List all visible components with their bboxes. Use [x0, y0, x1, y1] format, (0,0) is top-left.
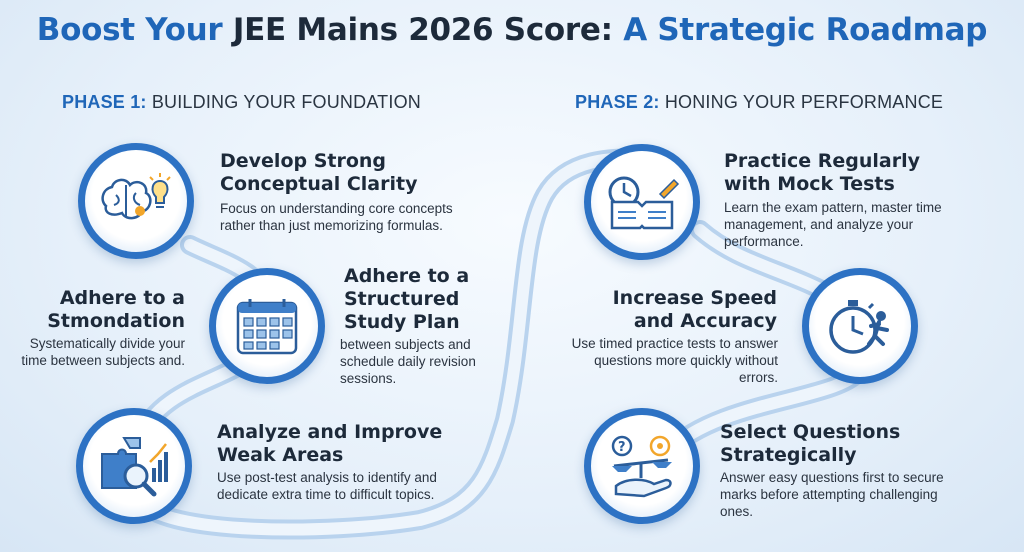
title-part2: JEE Mains 2026 Score: [232, 12, 624, 48]
phase-2-number: PHASE 2: [575, 92, 660, 112]
title-part1: Boost Your [36, 12, 233, 48]
phase-1-header: PHASE 1: BUILDING YOUR FOUNDATION [62, 92, 421, 113]
step-5-description: Learn the exam pattern, master time mana… [724, 200, 942, 249]
step-6-description: Use timed practice tests to answer quest… [571, 336, 778, 385]
step-7-heading: Select Questions Strategically [720, 421, 901, 466]
phase-2-label: HONING YOUR PERFORMANCE [659, 92, 944, 112]
title-part3: A Strategic Roadmap [623, 12, 988, 48]
phase-1-label: BUILDING YOUR FOUNDATION [146, 92, 421, 112]
step-3-heading: Adhere to a Stmondation [47, 287, 185, 332]
phase-1-number: PHASE 1: [62, 92, 147, 112]
hand-balance-questions-icon: ? [584, 408, 700, 524]
stopwatch-runner-icon [802, 268, 918, 384]
step-1-heading: Develop Strong Conceptual Clarity [220, 150, 418, 195]
step-2-heading: Adhere to a Structured Study Plan [344, 265, 470, 333]
step-6-heading: Increase Speed and Accuracy [612, 287, 777, 332]
step-7-description: Answer easy questions first to secure ma… [720, 470, 944, 519]
step-2-description: between subjects and schedule daily revi… [340, 337, 476, 386]
step-3-description: Systematically divide your time between … [21, 336, 185, 368]
page-title: Boost Your JEE Mains 2026 Score: A Strat… [0, 12, 1024, 48]
clock-book-icon [584, 144, 700, 260]
brain-lightbulb-icon [78, 143, 194, 259]
step-4-heading: Analyze and Improve Weak Areas [217, 421, 443, 466]
calendar-planner-icon [209, 268, 325, 384]
step-1-description: Focus on understanding core concepts rat… [220, 201, 453, 233]
puzzle-magnifier-chart-icon [76, 408, 192, 524]
step-5-heading: Practice Regularly with Mock Tests [724, 150, 920, 195]
svg-text:?: ? [618, 440, 626, 455]
step-4-description: Use post-test analysis to identify and d… [217, 470, 437, 502]
phase-2-header: PHASE 2: HONING YOUR PERFORMANCE [575, 92, 943, 113]
